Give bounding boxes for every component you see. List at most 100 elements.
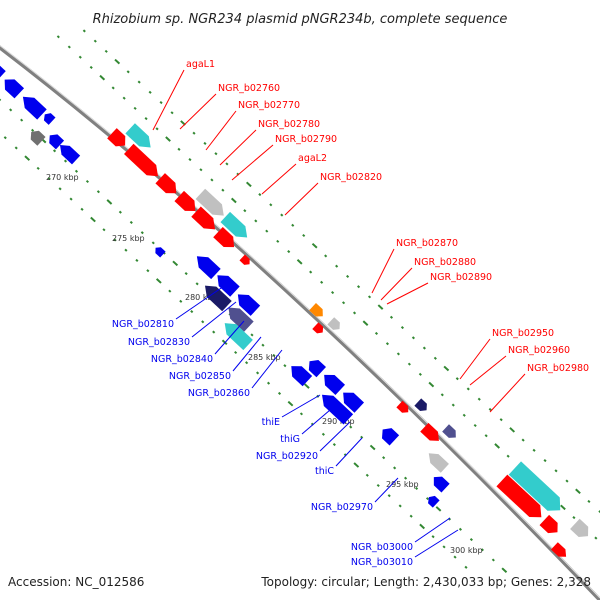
forward-gene-label[interactable]: NGR_b02780 xyxy=(258,119,320,130)
scale-tick xyxy=(543,459,547,463)
scale-tick xyxy=(435,506,442,512)
reverse-gene-label[interactable]: thiE xyxy=(262,417,280,428)
scale-tick xyxy=(455,377,459,381)
reverse-gene-label[interactable]: NGR_b02970 xyxy=(311,502,373,513)
scale-tick xyxy=(199,168,203,172)
scale-tick xyxy=(272,353,276,357)
scale-tick xyxy=(93,39,97,43)
scale-tick xyxy=(212,330,216,334)
scale-tick xyxy=(324,254,328,258)
forward-label-leader xyxy=(284,182,319,216)
reverse-gene-label[interactable]: NGR_b02810 xyxy=(112,319,174,330)
reverse-gene-label[interactable]: NGR_b02860 xyxy=(188,388,250,399)
scale-tick xyxy=(133,106,137,110)
scale-tick xyxy=(335,264,339,268)
scale-tick xyxy=(560,504,566,511)
scale-tick xyxy=(509,427,516,433)
gene-darkgray-arrow xyxy=(30,130,46,146)
scale-tick xyxy=(532,448,536,452)
forward-gene-label[interactable]: NGR_b02890 xyxy=(430,272,492,283)
reverse-gene-label[interactable]: thiG xyxy=(280,434,300,445)
forward-gene-label[interactable]: NGR_b02960 xyxy=(508,345,570,356)
scale-tick xyxy=(331,290,335,295)
scale-tick xyxy=(99,74,106,81)
scale-tick xyxy=(299,412,304,416)
kbp-label: 295 kbp xyxy=(386,480,419,489)
scale-tick xyxy=(146,269,150,273)
gene-agal1-arrow xyxy=(125,123,151,148)
forward-gene-label[interactable]: NGR_b02760 xyxy=(218,83,280,94)
scale-tick xyxy=(376,483,380,488)
scale-tick xyxy=(269,203,273,207)
scale-tick xyxy=(303,383,310,389)
scale-tick xyxy=(210,178,214,182)
scale-tick xyxy=(431,535,435,539)
feature-layer xyxy=(0,65,589,557)
scale-tick xyxy=(477,397,481,401)
label-layer: agaL1NGR_b02760NGR_b02770NGR_b02780NGR_b… xyxy=(112,59,589,568)
scale-tick xyxy=(256,371,260,375)
reverse-gene-label[interactable]: NGR_b03010 xyxy=(351,557,413,568)
scale-tick xyxy=(96,190,100,194)
gene-cyan-long-arrow xyxy=(508,461,561,511)
forward-gene-label[interactable]: agaL1 xyxy=(186,59,215,70)
scale-tick xyxy=(258,193,262,197)
scale-tick xyxy=(102,228,106,232)
gene-ngr-b02980-arrow xyxy=(442,424,456,438)
scale-tick xyxy=(342,301,346,305)
scale-tick xyxy=(106,199,113,205)
scale-tick xyxy=(172,260,179,267)
reverse-label-leader xyxy=(319,421,351,452)
scale-tick xyxy=(499,418,503,422)
reverse-gene-label[interactable]: NGR_b03000 xyxy=(351,542,413,553)
scale-tick xyxy=(404,476,408,480)
reverse-label-leader xyxy=(281,394,321,418)
forward-label-leader xyxy=(261,163,297,195)
scale-tick xyxy=(89,65,93,70)
forward-gene-label[interactable]: NGR_b02980 xyxy=(527,363,589,374)
scale-tick xyxy=(377,304,384,310)
scale-tick xyxy=(480,548,484,552)
scale-tick xyxy=(24,155,31,161)
scale-tick xyxy=(0,98,2,102)
reverse-gene-label[interactable]: thiC xyxy=(315,466,334,477)
reverse-gene-label[interactable]: NGR_b02920 xyxy=(256,451,318,462)
scale-tick xyxy=(82,29,86,33)
scale-tick xyxy=(280,213,284,217)
scale-tick xyxy=(362,320,369,326)
forward-label-leader xyxy=(231,144,274,181)
forward-gene-label[interactable]: agaL2 xyxy=(298,153,327,164)
reverse-gene-label[interactable]: NGR_b02840 xyxy=(151,354,213,365)
reverse-gene-label[interactable]: NGR_b02830 xyxy=(128,337,190,348)
gene-ngr-b02960-arrow xyxy=(420,422,439,441)
gene-thig-arrow xyxy=(324,374,346,396)
gene-thic-arrow xyxy=(322,394,354,425)
scale-tick xyxy=(135,258,139,262)
scale-tick xyxy=(159,100,163,105)
scale-tick xyxy=(69,197,73,201)
scale-tick xyxy=(374,331,379,335)
scale-tick xyxy=(398,504,402,508)
forward-gene-label[interactable]: NGR_b02880 xyxy=(414,257,476,268)
forward-gene-label[interactable]: NGR_b02790 xyxy=(275,134,337,145)
scale-tick xyxy=(352,311,357,315)
forward-gene-label[interactable]: NGR_b02820 xyxy=(320,172,382,183)
reverse-label-leader xyxy=(374,477,399,503)
scale-tick xyxy=(140,231,144,235)
forward-label-leader xyxy=(469,355,507,386)
forward-gene-label[interactable]: NGR_b02870 xyxy=(396,238,458,249)
forward-gene-label[interactable]: NGR_b02950 xyxy=(492,328,554,339)
scale-tick xyxy=(400,326,405,330)
gene-ngr-b02830-arrow xyxy=(217,275,240,297)
reverse-label-leader xyxy=(414,529,459,558)
gene-gray-end-arrow xyxy=(570,518,589,538)
scale-tick xyxy=(462,413,466,417)
forward-gene-label[interactable]: NGR_b02770 xyxy=(238,100,300,111)
scale-tick xyxy=(488,407,492,411)
reverse-label-leader xyxy=(175,281,231,320)
scale-tick xyxy=(104,49,108,53)
scale-tick xyxy=(440,393,444,397)
reverse-gene-label[interactable]: NGR_b02850 xyxy=(169,371,231,382)
scale-tick xyxy=(203,141,207,145)
